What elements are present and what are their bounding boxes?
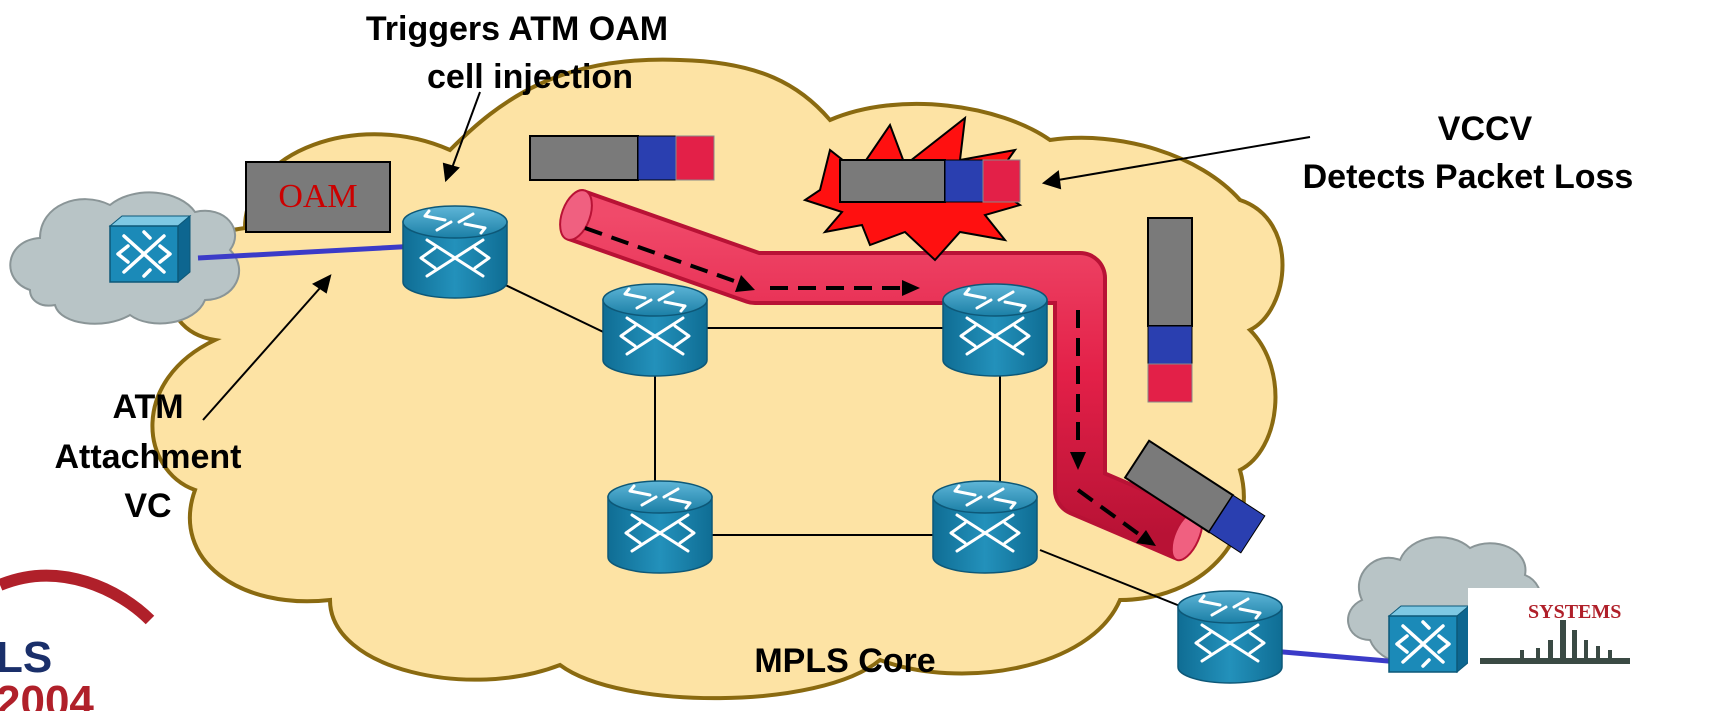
vccv-label-line2: Detects Packet Loss: [1303, 158, 1634, 196]
core-router-icon: [601, 282, 709, 378]
packet-vertical: [1147, 217, 1193, 403]
pe-router-ingress-icon: [401, 204, 509, 300]
triggers-label-line1: Triggers ATM OAM: [366, 10, 668, 48]
svg-text:SYSTEMS: SYSTEMS: [1528, 601, 1621, 623]
svg-text:LS: LS: [0, 633, 52, 682]
pe-router-egress-icon: [1176, 589, 1284, 685]
core-router-icon: [941, 282, 1049, 378]
atm-label-line3: VC: [124, 487, 171, 525]
core-router-icon: [606, 479, 714, 575]
svg-text:OAM: OAM: [278, 178, 357, 215]
atm-switch-icon: [108, 214, 192, 284]
triggers-label-line2: cell injection: [427, 58, 633, 96]
packet-diagonal: [1123, 439, 1266, 554]
svg-text:2004: 2004: [0, 677, 94, 711]
left-attachment-line: [197, 243, 419, 261]
packet-top: [529, 135, 715, 181]
oam-cell-box: OAM: [245, 161, 391, 233]
right-attachment-line: [1259, 647, 1401, 665]
atm-label-line1: ATM: [112, 388, 183, 426]
packet-lost: [839, 159, 1021, 203]
mpls-core-label: MPLS Core: [754, 642, 935, 680]
atm-label-line2: Attachment: [54, 438, 241, 476]
atm-switch-icon: [1387, 604, 1471, 674]
core-router-icon: [931, 479, 1039, 575]
mpls2004-logo: LS 2004: [0, 569, 155, 711]
vccv-label-line1: VCCV: [1438, 110, 1533, 148]
cisco-systems-logo: SYSTEMS: [1468, 588, 1638, 668]
pseudowire-tunnel: [559, 189, 1204, 562]
callout-pointers: [202, 91, 1311, 421]
mpls-core-cloud: [150, 57, 1285, 701]
